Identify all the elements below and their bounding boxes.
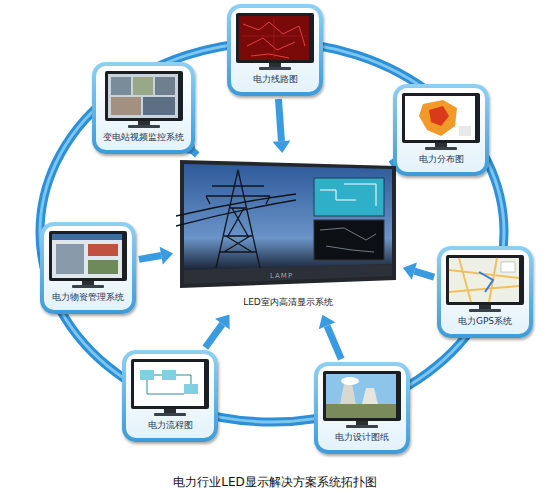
system-label: LED室内高清显示系统 <box>176 297 400 308</box>
monitor-icon <box>48 230 128 290</box>
tile-face: 变电站视频监控系统 <box>96 66 191 150</box>
tile-face: 电力流程图 <box>126 354 214 438</box>
figure-caption: 电力行业LED显示解决方案系统拓扑图 <box>0 474 550 491</box>
monitor-icon <box>130 358 210 418</box>
monitor-icon <box>104 70 184 130</box>
arrow-shaft <box>205 324 222 347</box>
tile-face: 电力物资管理系统 <box>44 226 132 310</box>
system-tile: 电力分布图 <box>393 84 489 176</box>
arrow-head <box>215 314 230 329</box>
system-tile: 电力设计图纸 <box>314 362 410 454</box>
flow-arrow <box>319 315 342 359</box>
tile-caption: 电力流程图 <box>148 420 193 431</box>
system-tile: 电力流程图 <box>122 350 218 442</box>
monitor-icon <box>235 12 315 72</box>
monitor-icon <box>445 254 525 314</box>
tile-caption: 电力物资管理系统 <box>52 292 124 303</box>
monitor-icon <box>322 370 402 430</box>
tile-face: 电力分布图 <box>397 88 485 172</box>
arrow-head <box>319 315 336 330</box>
blue-ring <box>40 42 504 422</box>
tile-face: 电力GPS系统 <box>441 250 529 334</box>
arrow-shaft <box>414 271 434 277</box>
monitor-icon <box>401 92 481 152</box>
led-display-node: LED室内高清显示系统 <box>176 156 400 312</box>
ring-highlight <box>40 42 504 422</box>
tile-caption: 电力线路图 <box>253 74 298 85</box>
arrow-shaft <box>327 326 341 359</box>
tile-face: 电力设计图纸 <box>318 366 406 450</box>
flow-arrow <box>272 99 290 153</box>
flow-arrow <box>403 263 434 280</box>
tile-caption: 电力分布图 <box>419 154 464 165</box>
tile-caption: 电力设计图纸 <box>335 432 389 443</box>
tile-caption: 电力GPS系统 <box>458 316 512 327</box>
system-tile: 变电站视频监控系统 <box>92 62 195 154</box>
arrow-head <box>272 140 290 153</box>
arrow-head <box>403 263 417 280</box>
system-tile: 电力物资管理系统 <box>40 222 136 314</box>
arrow-shaft <box>139 256 161 260</box>
system-tile: 电力线路图 <box>227 4 323 96</box>
arrow-head <box>160 247 173 265</box>
brand-logo: LAMP <box>270 272 293 280</box>
system-tile: 电力GPS系统 <box>437 246 533 338</box>
arrow-shaft <box>278 99 281 141</box>
tile-caption: 变电站视频监控系统 <box>103 132 184 143</box>
flow-arrow <box>139 247 173 265</box>
flow-arrow <box>205 314 229 347</box>
tile-face: 电力线路图 <box>231 8 319 92</box>
